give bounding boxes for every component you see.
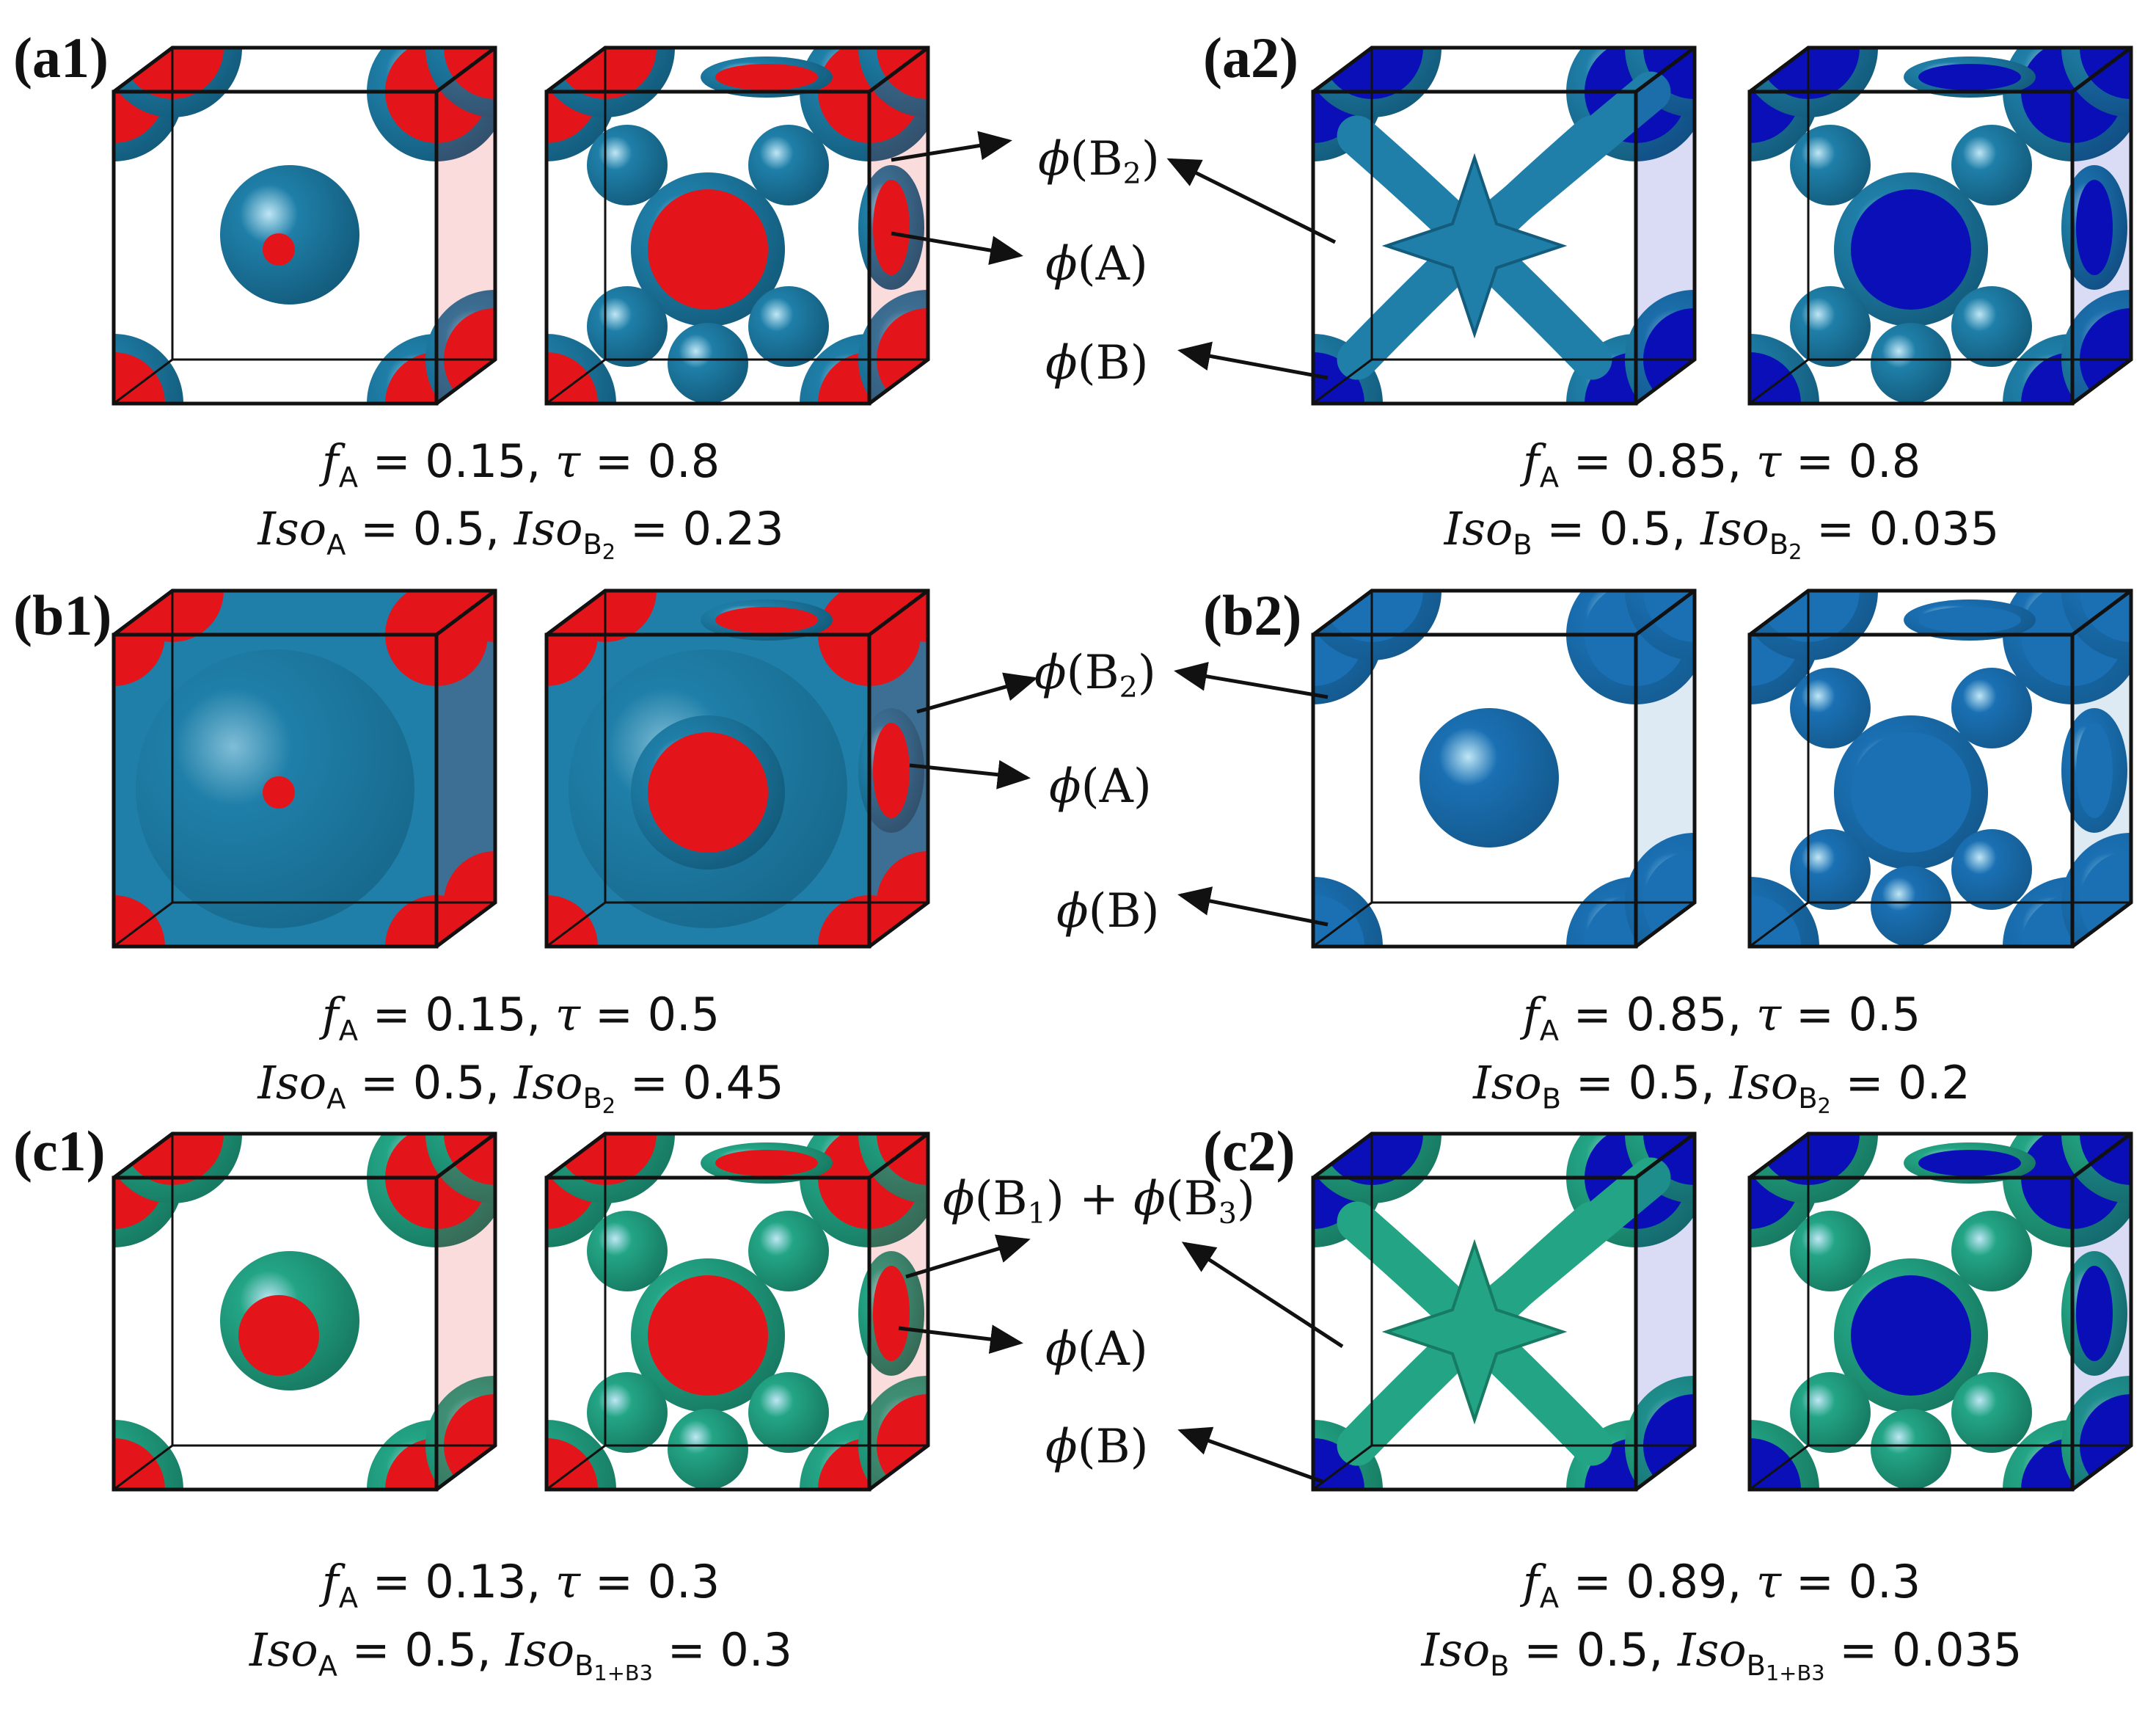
label-phi-b-row-c: ϕ(B) (1045, 1420, 1149, 1474)
cube-a2-right (1747, 45, 2133, 406)
label-phi-b-row-a: ϕ(B) (1045, 336, 1149, 390)
eq-c2-line2: IsoB = 0.5, IsoB1+B3 = 0.035 (1421, 1623, 2022, 1686)
cube-c1-left (112, 1131, 497, 1492)
panel-label-a2: (a2) (1203, 26, 1298, 90)
arrow-c2-b13 (1181, 1242, 1344, 1349)
cube-c2-left (1311, 1131, 1697, 1492)
label-phi-b2-row-b: ϕ(B2) (1034, 646, 1156, 704)
cube-a1-right (544, 45, 930, 406)
eq-a1-line1: fA = 0.15, τ = 0.8 (321, 434, 720, 495)
label-phi-b-row-b: ϕ(B) (1056, 884, 1160, 938)
eq-b2-line2: IsoB = 0.5, IsoB2 = 0.2 (1473, 1056, 1970, 1119)
cube-b2-right (1747, 588, 2133, 949)
eq-b1-line2: IsoA = 0.5, IsoB2 = 0.45 (257, 1056, 784, 1119)
eq-b2-line1: fA = 0.85, τ = 0.5 (1522, 988, 1921, 1048)
panel-label-b1: (b1) (13, 583, 112, 647)
eq-c1-line2: IsoA = 0.5, IsoB1+B3 = 0.3 (249, 1623, 792, 1686)
eq-a2-line1: fA = 0.85, τ = 0.8 (1522, 434, 1921, 495)
cube-c2-right (1747, 1131, 2133, 1492)
label-phi-a-row-a: ϕ(A) (1045, 237, 1148, 291)
cube-b1-left (112, 588, 497, 949)
label-phi-b1-b3-row-c: ϕ(B1) + ϕ(B3) (943, 1172, 1255, 1231)
cube-a2-left (1311, 45, 1697, 406)
arrow-a2-b2 (1166, 158, 1337, 244)
eq-a1-line2: IsoA = 0.5, IsoB2 = 0.23 (257, 502, 784, 565)
arrow-b2-b (1177, 886, 1329, 927)
cube-a1-left (112, 45, 497, 406)
panel-label-b2: (b2) (1203, 583, 1302, 647)
eq-b1-line1: fA = 0.15, τ = 0.5 (321, 988, 720, 1048)
cube-b1-right (544, 588, 930, 949)
eq-a2-line2: IsoB = 0.5, IsoB2 = 0.035 (1444, 502, 2000, 565)
arrow-a-b2 (891, 131, 1012, 162)
panel-label-c2: (c2) (1203, 1119, 1296, 1183)
label-phi-a-row-b: ϕ(A) (1049, 759, 1152, 814)
cube-b2-left (1311, 588, 1697, 949)
arrow-c-a (898, 1324, 1023, 1355)
panel-label-a1: (a1) (13, 26, 109, 90)
arrow-b-b2 (916, 672, 1038, 714)
panel-label-c1: (c1) (13, 1119, 106, 1183)
arrow-c2-b (1177, 1426, 1325, 1484)
label-phi-b2-row-a: ϕ(B2) (1038, 132, 1160, 191)
arrow-a-a (891, 231, 1023, 265)
arrow-c-b13 (905, 1234, 1031, 1279)
eq-c2-line1: fA = 0.89, τ = 0.3 (1522, 1555, 1921, 1615)
arrow-b-a (909, 759, 1031, 790)
eq-c1-line1: fA = 0.13, τ = 0.3 (321, 1555, 720, 1615)
arrow-a2-b (1177, 341, 1329, 380)
label-phi-a-row-c: ϕ(A) (1045, 1322, 1148, 1377)
arrow-b2-b2 (1174, 662, 1329, 699)
cube-c1-right (544, 1131, 930, 1492)
